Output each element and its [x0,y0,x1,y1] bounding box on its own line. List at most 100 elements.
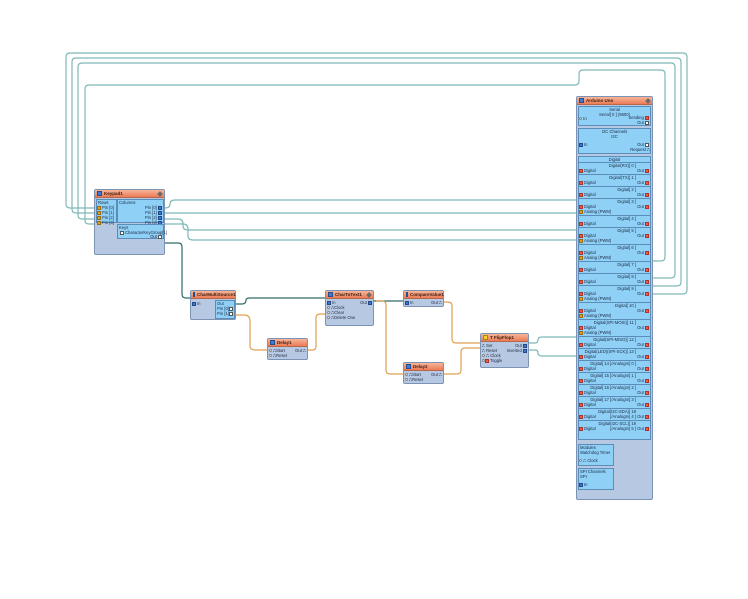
compare-value-node[interactable]: CompareValue1 In Out ⎍ [403,290,444,307]
ff-out-pin[interactable]: Out [515,343,528,348]
row-pin-3[interactable]: Pin [3] [97,220,114,225]
digital-out-pin[interactable]: Out [637,414,650,419]
digital-out-pin[interactable]: Out [637,204,650,209]
compare-out-pin[interactable]: Out ⎍ [431,300,442,305]
spi-in-pin[interactable]: In [579,482,588,487]
digital-out-pin[interactable]: Out [637,180,650,185]
char-to-text-in-pin[interactable]: In [327,300,336,305]
delay2-out-pin[interactable]: Out ⎍ [431,372,442,377]
compare-in-pin[interactable]: In [405,300,414,305]
digital-out-pin[interactable]: Out [637,250,650,255]
digital-in-pin[interactable]: Digital [579,291,596,296]
digital-in-pin[interactable]: Digital [579,192,596,197]
digital-out-pin[interactable]: Out [637,378,650,383]
ff-clock-pin[interactable]: ⎍ Clock [482,353,501,358]
compare-value-title-bar[interactable]: CompareValue1 [404,291,444,299]
digital-out-pin[interactable]: Out [637,366,650,371]
i2c-request-pin[interactable]: Request ⎍ [630,147,650,152]
arduino-title-bar[interactable]: Arduino Uno [577,97,652,105]
analog-pwm-pin[interactable]: Analog (PWM) [579,209,611,214]
multi-source-pin-0[interactable]: Pin [0] [217,306,234,311]
arduino-node[interactable]: Arduino Uno Serial Serial[ 0 ] (9600) In… [576,96,653,500]
keypad-node[interactable]: Keypad1 Rows Pin [0] Pin [1] Pin [2] Pin… [94,189,167,255]
digital-out-pin[interactable]: Out [637,325,650,330]
digital-out-pin[interactable]: Out [637,354,650,359]
col-pin-1[interactable]: Pin [1] [145,210,163,215]
delay2-title-bar[interactable]: Delay2 [404,363,443,371]
digital-in-pin[interactable]: Digital [579,426,596,431]
char-to-text-delete-pin[interactable]: ⎍Delete One [327,315,355,320]
digital-in-pin[interactable]: Digital [579,250,596,255]
keypad-title-bar[interactable]: Keypad1 [95,190,164,198]
flip-flop-title-bar[interactable]: T FlipFlop1 [481,334,528,342]
delay1-node[interactable]: Delay1 ⎍Start ⎍Reset Out ⎍ [267,338,308,360]
delay2-start-pin[interactable]: ⎍Start [405,372,421,377]
digital-in-pin[interactable]: Digital [579,279,596,284]
keys-item[interactable]: CharacterKeyGroup[1] [120,230,167,235]
analog-pwm-pin[interactable]: Analog (PWM) [579,238,611,243]
digital-in-pin[interactable]: Digital [579,414,596,419]
char-multi-source-title-bar[interactable]: CharMultiSource1 [191,291,236,299]
analog-pwm-pin[interactable]: Analog (PWM) [579,296,611,301]
row-pin-0[interactable]: Pin [0] [97,205,114,210]
serial-sending-pin[interactable]: Sending [628,115,650,120]
digital-in-pin[interactable]: Digital [579,366,596,371]
char-to-text-clock-pin[interactable]: ⎍Clock [327,305,345,310]
row-pin-2[interactable]: Pin [2] [97,215,114,220]
char-to-text-node[interactable]: CharToText1 In ⎍Clock ⎍Clear ⎍Delete One… [325,290,374,326]
flip-flop-node[interactable]: T FlipFlop1 ⎍ Set ⎍ Reset ⎍ Clock Toggle… [480,333,529,368]
digital-out-pin[interactable]: Out [637,308,650,313]
delay1-start-pin[interactable]: ⎍Start [269,348,285,353]
analog-pwm-pin[interactable]: Analog (PWM) [579,255,611,260]
ff-toggle-pin[interactable]: Toggle [482,358,502,363]
digital-in-pin[interactable]: Digital [579,354,596,359]
pin-icon[interactable] [366,291,372,298]
serial-out-pin[interactable]: Out [637,120,650,125]
analog-pwm-pin[interactable]: Analog (PWM) [579,313,611,318]
char-to-text-title-bar[interactable]: CharToText1 [326,291,373,299]
char-multi-source-node[interactable]: CharMultiSource1 In Out Pin [0] Pin [1] [190,290,236,320]
digital-out-pin[interactable]: Out [637,390,650,395]
delay2-node[interactable]: Delay2 ⎍Start ⎍Reset Out ⎍ [403,362,444,384]
col-pin-2[interactable]: Pin [2] [145,215,163,220]
row-pin-1[interactable]: Pin [1] [97,210,114,215]
keypad-out-pin[interactable]: Out [150,234,163,239]
delay1-title-bar[interactable]: Delay1 [268,339,307,347]
digital-in-pin[interactable]: Digital [579,342,596,347]
digital-out-pin[interactable]: Out [637,233,650,238]
digital-out-pin[interactable]: Out [637,279,650,284]
col-pin-0[interactable]: Pin [0] [145,205,163,210]
ff-set-pin[interactable]: ⎍ Set [482,343,493,348]
digital-in-pin[interactable]: Digital [579,180,596,185]
digital-in-pin[interactable]: Digital [579,204,596,209]
i2c-in-pin[interactable]: In [579,142,588,147]
digital-in-pin[interactable]: Digital [579,402,596,407]
i2c-out-pin[interactable]: Out [637,142,650,147]
digital-out-pin[interactable]: Out [637,168,650,173]
digital-out-pin[interactable]: Out [637,192,650,197]
delay2-reset-pin[interactable]: ⎍Reset [405,377,423,382]
digital-out-pin[interactable]: Out [637,426,650,431]
pin-icon[interactable] [157,190,163,197]
ff-reset-pin[interactable]: ⎍ Reset [482,348,498,353]
digital-in-pin[interactable]: Digital [579,267,596,272]
digital-in-pin[interactable]: Digital [579,325,596,330]
char-to-text-clear-pin[interactable]: ⎍Clear [327,310,344,315]
digital-in-pin[interactable]: Digital [579,233,596,238]
digital-in-pin[interactable]: Digital [579,378,596,383]
digital-in-pin[interactable]: Digital [579,390,596,395]
pin-icon[interactable] [645,97,651,104]
delay1-reset-pin[interactable]: ⎍Reset [269,353,287,358]
multi-source-pin-1[interactable]: Pin [1] [217,311,234,316]
digital-in-pin[interactable]: Digital [579,168,596,173]
digital-out-pin[interactable]: Out [637,291,650,296]
delay1-out-pin[interactable]: Out ⎍ [295,348,306,353]
char-to-text-out-pin[interactable]: Out [360,300,373,305]
digital-out-pin[interactable]: Out [637,267,650,272]
analog-pwm-pin[interactable]: Analog (PWM) [579,330,611,335]
digital-in-pin[interactable]: Digital [579,308,596,313]
digital-out-pin[interactable]: Out [637,402,650,407]
digital-in-pin[interactable]: Digital [579,221,596,226]
multi-source-in-pin[interactable]: In [192,301,201,306]
watchdog-clock-pin[interactable]: ⎍ Clock [579,458,598,463]
